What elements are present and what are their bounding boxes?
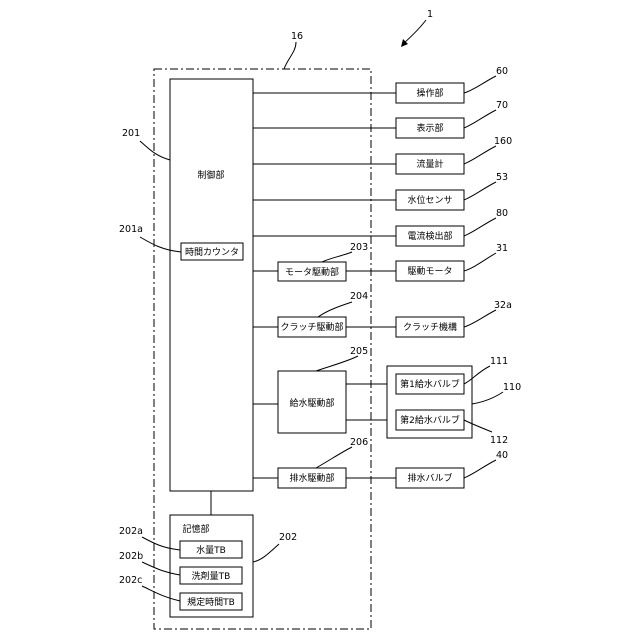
- leader-drain-valve: [464, 460, 496, 478]
- drain-valve-label: 排水バルブ: [407, 472, 452, 484]
- ref-valve-group: 110: [503, 382, 521, 393]
- ref-operation: 60: [496, 66, 508, 77]
- leader-drain-drive: [316, 447, 352, 468]
- valve2-label: 第2給水バルブ: [400, 414, 460, 426]
- ref-controller: 201: [122, 128, 140, 139]
- leader-control-unit: [284, 42, 296, 69]
- ref-drain-valve: 40: [496, 450, 508, 461]
- leader-operation: [464, 76, 496, 93]
- current-detect-label: 電流検出部: [407, 230, 452, 242]
- leader-valve-group: [472, 392, 503, 404]
- flow-meter-label: 流量計: [416, 158, 443, 170]
- leader-motor-drive: [322, 252, 352, 262]
- clutch-drive-label: クラッチ駆動部: [280, 321, 343, 333]
- ref-time-tb: 202c: [119, 575, 142, 586]
- ref-drive-motor: 31: [496, 243, 508, 254]
- leader-supply-drive: [316, 356, 358, 371]
- leader-level-sensor: [464, 182, 496, 200]
- display-label: 表示部: [416, 122, 443, 134]
- motor-drive-label: モータ駆動部: [285, 266, 339, 278]
- ref-clutch-mech: 32a: [494, 300, 512, 311]
- memory-label: 記憶部: [182, 523, 209, 535]
- ref-valve2: 112: [490, 435, 508, 446]
- ref-detergent-tb: 202b: [119, 551, 143, 562]
- leader-controller: [140, 141, 170, 160]
- ref-control-unit: 16: [291, 31, 303, 42]
- timer-counter-label: 時間カウンタ: [185, 247, 239, 258]
- leader-current-detect: [464, 218, 496, 236]
- time-tb-label: 規定時間TB: [187, 596, 235, 608]
- water-tb-label: 水量TB: [196, 544, 226, 556]
- leader-flow-meter: [464, 146, 496, 164]
- ref-display: 70: [496, 100, 508, 111]
- ref-valve1: 111: [490, 356, 508, 367]
- ref-device: 1: [427, 9, 433, 20]
- ref-level-sensor: 53: [496, 172, 508, 183]
- ref-flow-meter: 160: [494, 136, 512, 147]
- drain-drive-label: 排水駆動部: [289, 472, 334, 484]
- leader-display: [464, 110, 496, 128]
- ref-timer: 201a: [119, 224, 143, 235]
- leader-clutch-drive: [318, 302, 352, 317]
- leader-drive-motor: [464, 253, 496, 271]
- controller-label: 制御部: [197, 169, 224, 181]
- supply-drive-label: 給水駆動部: [289, 397, 334, 409]
- ref-water-tb: 202a: [119, 526, 143, 537]
- ref-supply-drive: 205: [350, 346, 368, 357]
- leader-memory: [253, 544, 279, 562]
- ref-clutch-drive: 204: [350, 291, 368, 302]
- leader-device: [403, 20, 426, 44]
- valve1-label: 第1給水バルブ: [400, 378, 460, 390]
- operation-label: 操作部: [416, 87, 443, 99]
- level-sensor-label: 水位センサ: [407, 194, 452, 206]
- drive-motor-label: 駆動モータ: [407, 266, 452, 277]
- controller-block: [170, 79, 253, 491]
- ref-drain-drive: 206: [350, 437, 368, 448]
- detergent-tb-label: 洗剤量TB: [192, 570, 231, 582]
- clutch-mech-label: クラッチ機構: [403, 321, 457, 333]
- ref-current-detect: 80: [496, 208, 508, 219]
- ref-memory: 202: [279, 532, 297, 543]
- leader-clutch-mech: [464, 310, 496, 327]
- ref-motor-drive: 203: [350, 242, 368, 253]
